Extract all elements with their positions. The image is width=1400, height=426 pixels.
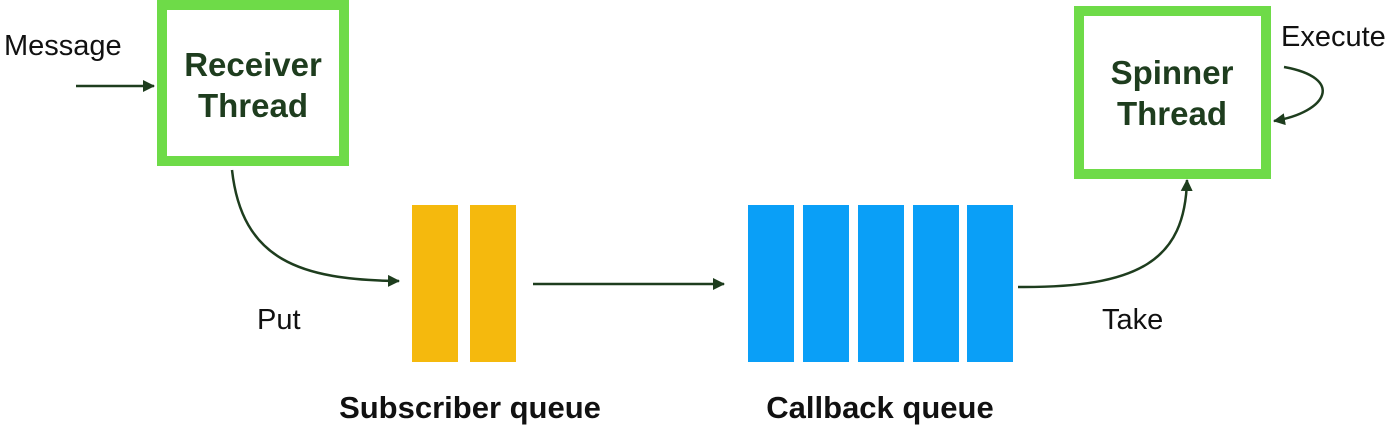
execute-label: Execute [1281, 21, 1386, 53]
take-label: Take [1102, 304, 1163, 336]
callback-queue-slot [748, 205, 794, 362]
subscriber-queue-label: Subscriber queue [339, 390, 601, 425]
subscriber-queue [412, 205, 516, 362]
receiver-thread-title-line1: Receiver [184, 46, 322, 83]
spinner-thread-title-line2: Thread [1117, 95, 1227, 132]
spinner-thread-title-line1: Spinner [1111, 54, 1234, 91]
subscriber-queue-slot [412, 205, 458, 362]
receiver-thread-box: Receiver Thread [157, 0, 349, 166]
callback-queue-label: Callback queue [766, 390, 993, 425]
callback-queue-slot [967, 205, 1013, 362]
callback-queue-slot [858, 205, 904, 362]
callback-queue-slot [803, 205, 849, 362]
subscriber-queue-slot [470, 205, 516, 362]
put-label: Put [257, 304, 301, 336]
receiver-thread-border [157, 0, 349, 166]
spinner-thread-box: Spinner Thread [1074, 6, 1271, 179]
take-arrow [1017, 179, 1193, 289]
receiver-thread-title-line2: Thread [198, 87, 308, 124]
spinner-thread-border [1074, 6, 1271, 179]
execute-loop-arrow [1273, 65, 1324, 126]
callback-queue [748, 205, 1013, 362]
put-arrow [230, 169, 400, 287]
message-label: Message [4, 30, 122, 62]
callback-queue-slot [913, 205, 959, 362]
